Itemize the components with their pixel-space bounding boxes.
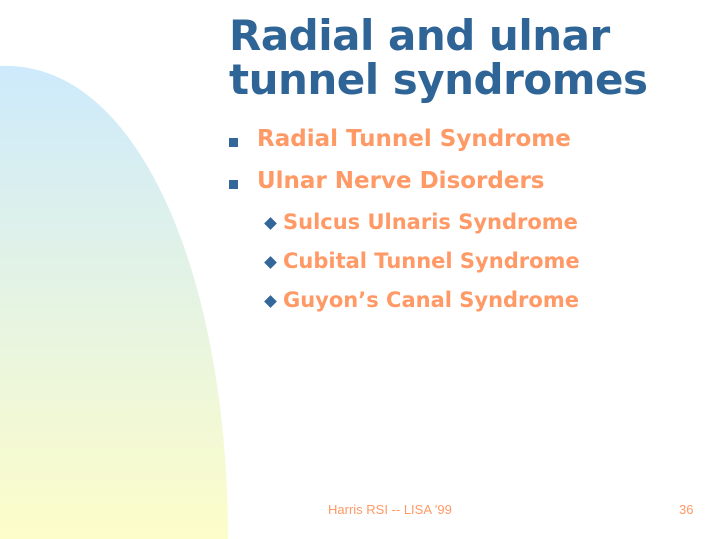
- sub-bullet-text: Cubital Tunnel Syndrome: [283, 249, 580, 273]
- sub-bullet-item: Guyon’s Canal Syndrome: [264, 288, 579, 312]
- page-number: 36: [679, 502, 694, 517]
- square-bullet-icon: [229, 179, 238, 189]
- sub-bullet-text: Guyon’s Canal Syndrome: [283, 288, 579, 312]
- title-line-1: Radial and ulnar: [229, 11, 610, 60]
- sub-bullet-text: Sulcus Ulnaris Syndrome: [283, 210, 578, 234]
- bullet-text: Ulnar Nerve Disorders: [257, 168, 545, 194]
- bullet-item: Ulnar Nerve Disorders: [229, 168, 545, 194]
- square-bullet-icon: [229, 137, 238, 147]
- sub-bullet-item: Sulcus Ulnaris Syndrome: [264, 210, 578, 234]
- diamond-bullet-icon: [264, 256, 277, 269]
- diamond-bullet-icon: [264, 295, 277, 308]
- diamond-bullet-icon: [264, 217, 277, 230]
- slide-title: Radial and ulnar tunnel syndromes: [229, 11, 648, 104]
- bullet-item: Radial Tunnel Syndrome: [229, 126, 571, 152]
- title-line-2: tunnel syndromes: [229, 55, 648, 104]
- bullet-text: Radial Tunnel Syndrome: [257, 126, 571, 152]
- sub-bullet-item: Cubital Tunnel Syndrome: [264, 249, 580, 273]
- slide-footer: Harris RSI -- LISA '99: [328, 502, 452, 517]
